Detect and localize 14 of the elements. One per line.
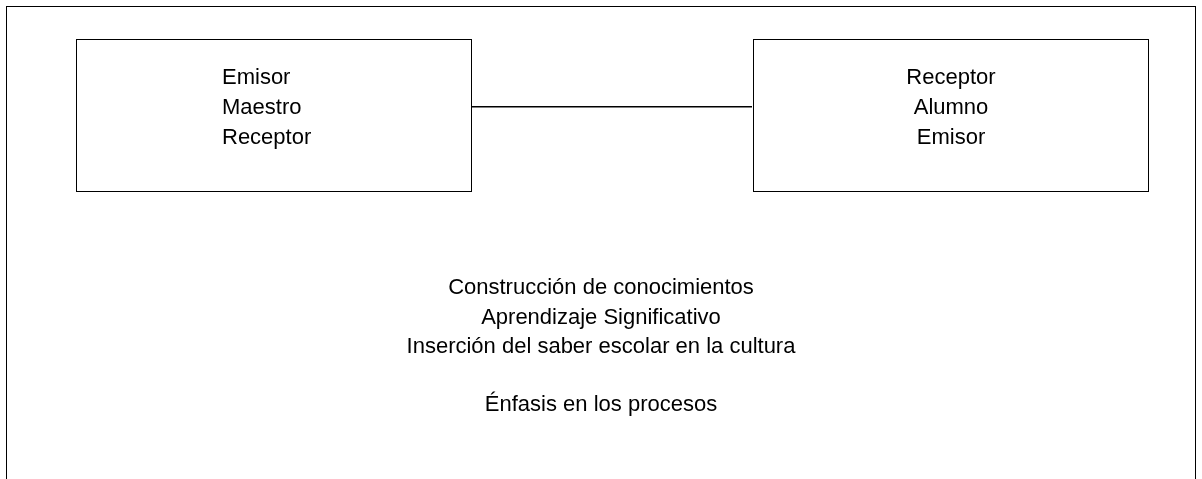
text-line: Inserción del saber escolar en la cultura <box>405 332 797 360</box>
box-text: Maestro <box>222 93 302 121</box>
box-text: Receptor <box>905 63 997 91</box>
text-line: Aprendizaje Significativo <box>480 303 722 331</box>
text-line: Construcción de conocimientos <box>447 273 755 301</box>
frame-box <box>6 6 1196 479</box>
box-text: Emisor <box>915 123 987 151</box>
connector-line <box>470 106 753 108</box>
text-line: Énfasis en los procesos <box>483 390 719 418</box>
process-box <box>76 39 472 192</box>
box-text: Alumno <box>912 93 990 121</box>
box-text: Receptor <box>222 123 312 151</box>
process-box <box>753 39 1149 192</box>
box-text: Emisor <box>222 63 291 91</box>
